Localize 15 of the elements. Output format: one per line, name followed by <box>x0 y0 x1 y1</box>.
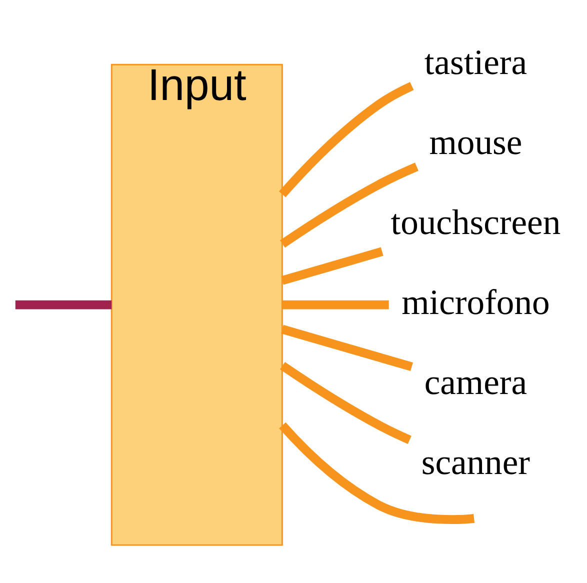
connector <box>279 422 474 524</box>
connector <box>281 324 413 372</box>
node-text: mouse <box>429 122 522 162</box>
connector <box>278 82 414 198</box>
connector <box>280 362 412 444</box>
node-text: touchscreen <box>390 202 561 242</box>
connector <box>281 247 384 285</box>
node-box: Input <box>110 64 283 546</box>
connector <box>280 162 418 248</box>
node-text: camera <box>424 362 528 402</box>
node-text: scanner <box>421 442 530 482</box>
connector <box>15 300 112 310</box>
node-text: microfono <box>402 282 550 322</box>
node-text: tastiera <box>424 42 528 82</box>
connector <box>282 300 389 310</box>
